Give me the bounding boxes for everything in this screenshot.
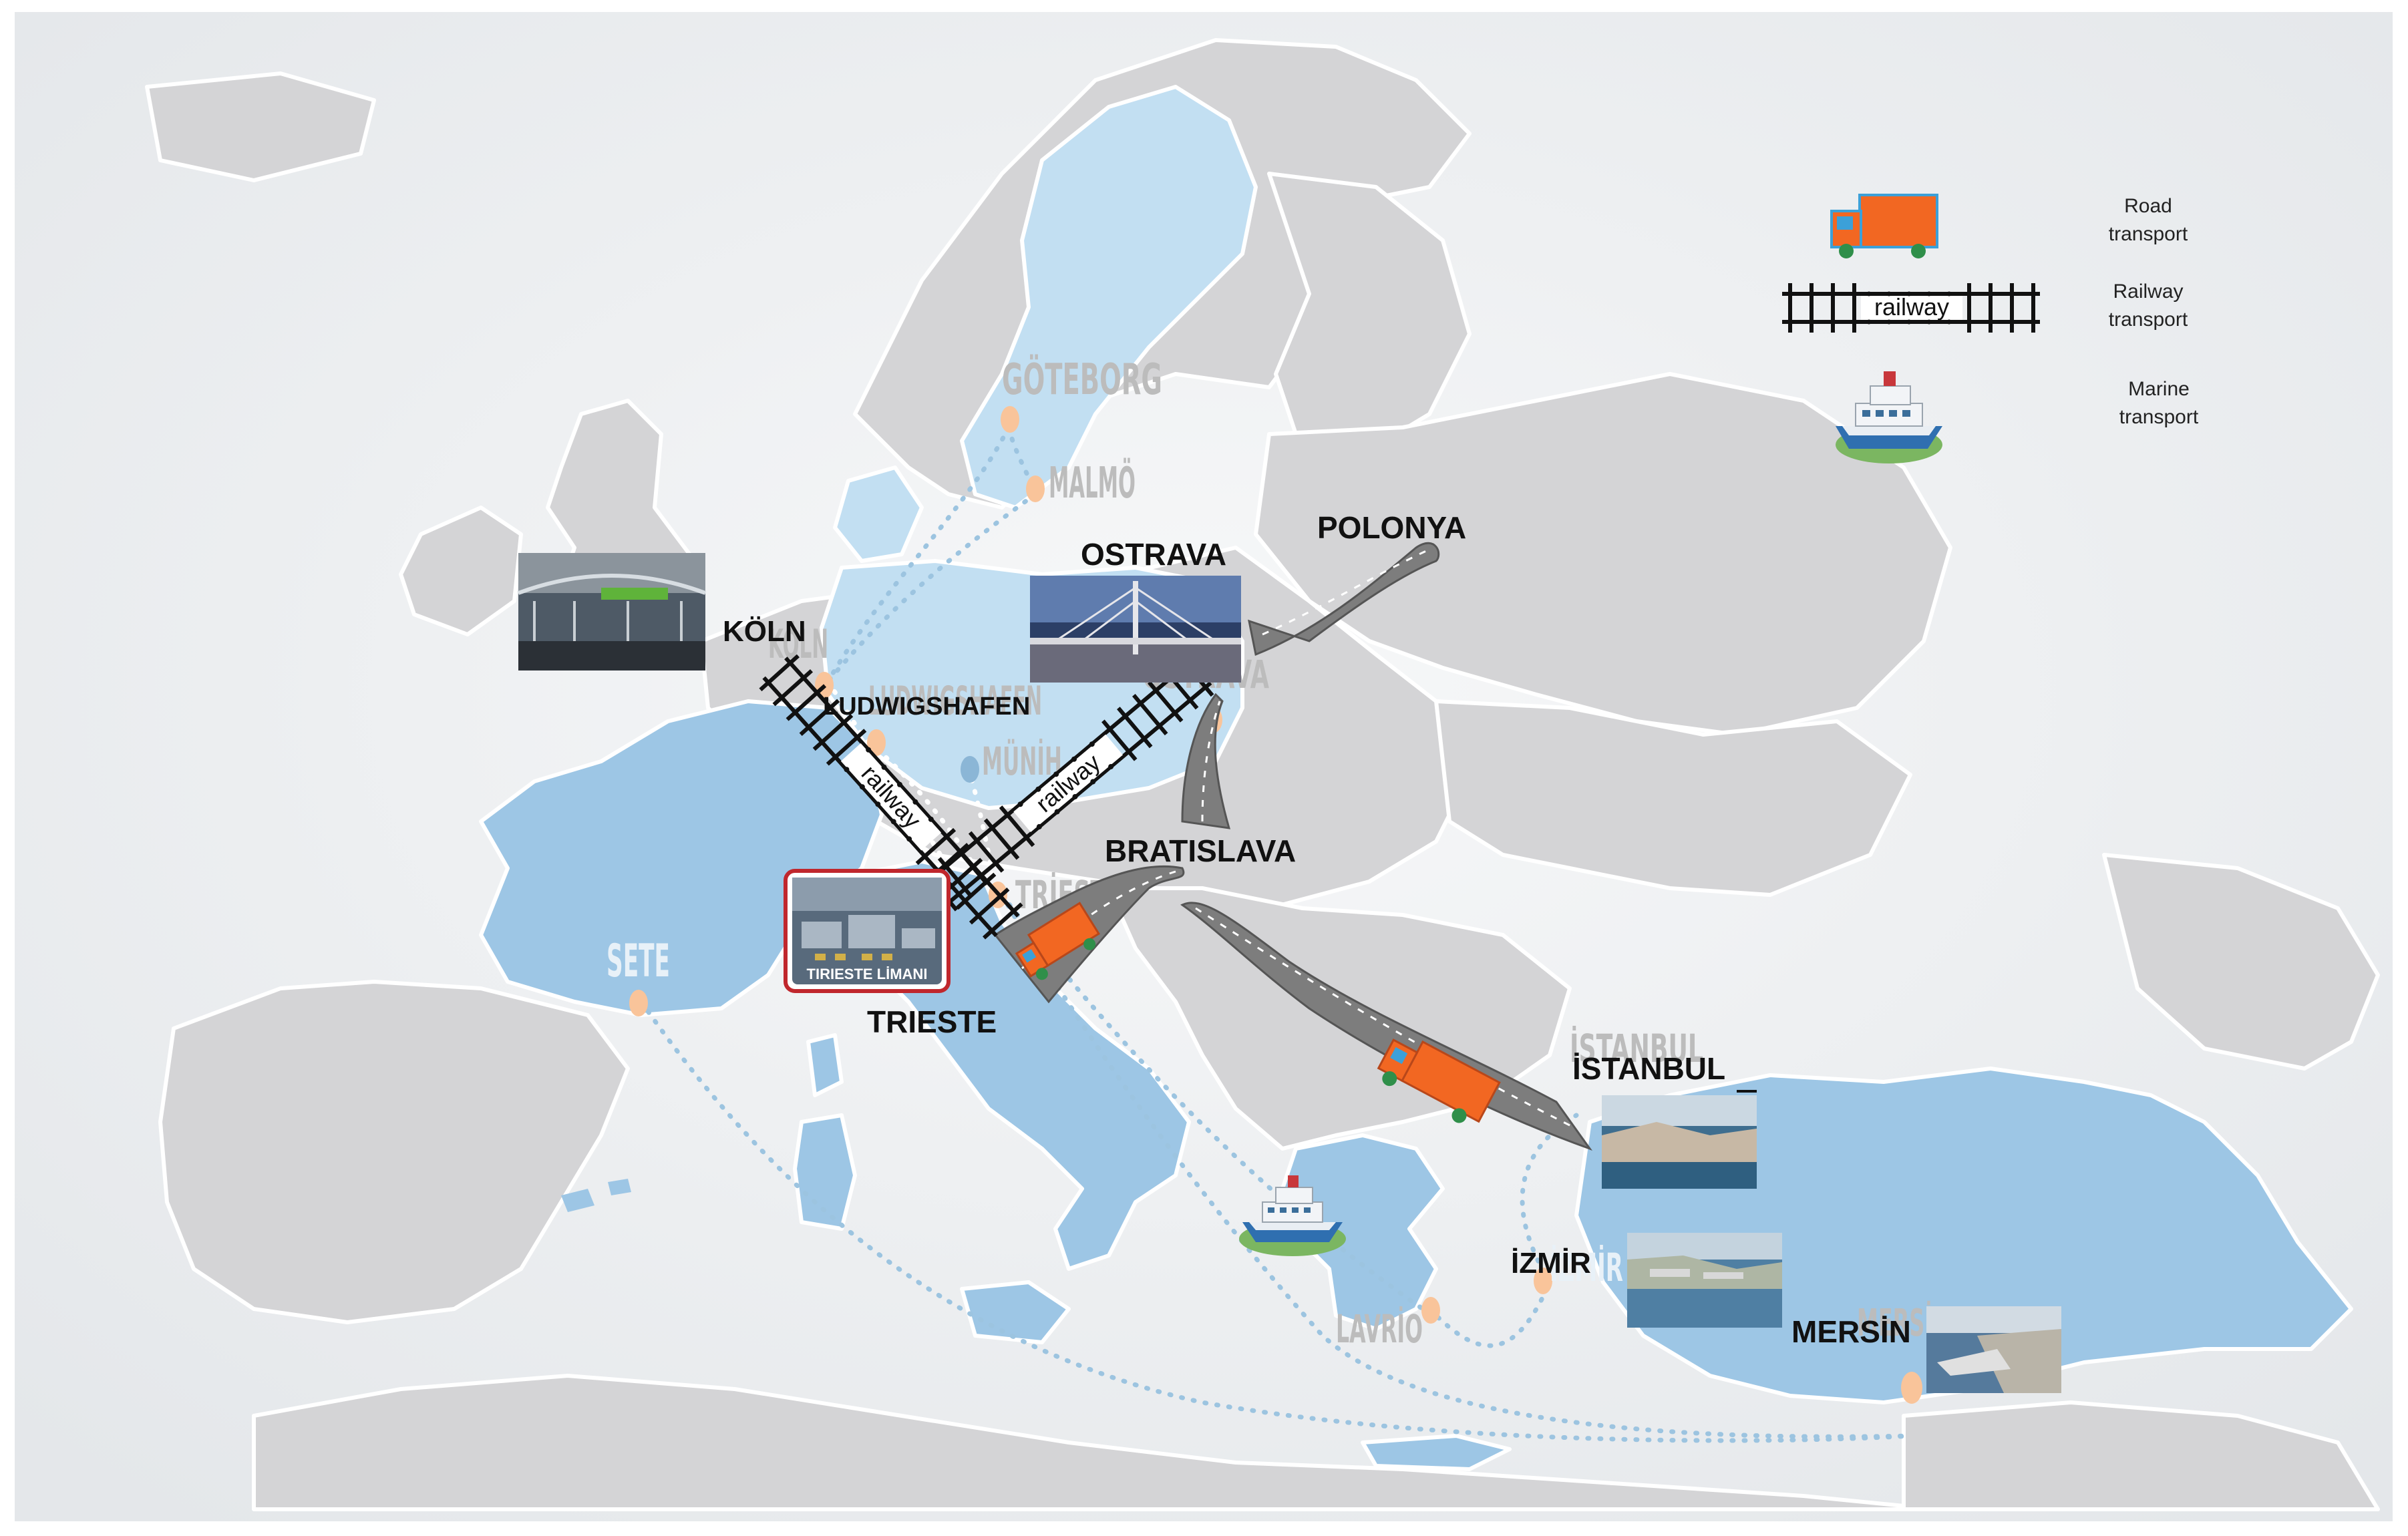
dot-izmir bbox=[1534, 1268, 1552, 1294]
middle-east-shape bbox=[1902, 1400, 2380, 1511]
caucasus-shape bbox=[2102, 853, 2380, 1071]
iberia-shape bbox=[158, 980, 630, 1324]
route-malmo-koln bbox=[826, 492, 1038, 684]
sweden-shape bbox=[960, 85, 1258, 510]
ukraine-shape bbox=[1434, 699, 1912, 897]
corsica-shape bbox=[806, 1033, 844, 1097]
ghost-lavrio: LAVRİO bbox=[1336, 1306, 1423, 1352]
label-ostrava: OSTRAVA bbox=[1081, 537, 1226, 572]
legend-rail-icon-text: railway bbox=[1874, 293, 1949, 321]
label-ludwigshafen: LUDWIGSHAFEN bbox=[823, 693, 1030, 721]
crete-shape bbox=[1361, 1434, 1512, 1471]
denmark-shape bbox=[833, 465, 924, 563]
truck-trieste bbox=[1015, 902, 1101, 980]
legend-truck-icon bbox=[1830, 194, 1938, 258]
ghost-ludwigshafen: LUDWIGSHAFEN bbox=[868, 678, 1042, 725]
label-trieste: TRIESTE bbox=[867, 1004, 997, 1039]
label-koln: KÖLN bbox=[723, 615, 806, 648]
legend-rail-icon: railway bbox=[1782, 283, 2040, 333]
road-ostrava-polonya bbox=[1248, 542, 1440, 656]
rail-koln-trieste: railway bbox=[759, 654, 1023, 940]
route-goteborg-malmo bbox=[1006, 425, 1038, 497]
legend-marine-line2: transport bbox=[2119, 406, 2199, 428]
dot-sete bbox=[629, 990, 648, 1016]
legend-road-line2: transport bbox=[2109, 223, 2188, 245]
photo-ostrava-bridge bbox=[1030, 576, 1241, 683]
dot-ludwigshafen bbox=[867, 729, 886, 756]
legend-road-line1: Road bbox=[2124, 195, 2172, 217]
photo-izmir-port bbox=[1627, 1233, 1782, 1328]
truck-istanbul bbox=[1377, 1038, 1501, 1123]
railways: railway railway bbox=[759, 654, 1214, 940]
ghost-koln: KÖLN bbox=[768, 620, 828, 668]
ghost-goteborg: GÖTEBORG bbox=[1002, 354, 1162, 405]
legend-rail-line2: transport bbox=[2109, 309, 2188, 331]
ghost-munih: MÜNİH bbox=[982, 738, 1062, 784]
ghost-izmir: İZMİR bbox=[1550, 1244, 1623, 1290]
sicily-shape bbox=[960, 1280, 1071, 1344]
dot-goteborg bbox=[1001, 406, 1019, 433]
route-sete-mersin bbox=[639, 999, 1913, 1443]
route-izmir-istanbul bbox=[1520, 1113, 1579, 1285]
ghost-malmo: MALMÖ bbox=[1049, 457, 1136, 508]
dot-munih bbox=[961, 756, 979, 783]
route-lavrio-izmir bbox=[1427, 1280, 1552, 1348]
legend-marine-line1: Marine bbox=[2128, 378, 2190, 400]
ship-icon bbox=[1239, 1175, 1346, 1256]
photo-trieste-port: TIRIESTE LİMANI bbox=[784, 869, 951, 993]
ghost-sete: SETE bbox=[607, 935, 670, 988]
photo-caption-trieste: TIRIESTE LİMANI bbox=[807, 966, 928, 982]
ghost-istanbul: İSTANBUL bbox=[1570, 1025, 1703, 1071]
balearic-islands bbox=[561, 1179, 631, 1212]
label-istanbul: İSTANBUL bbox=[1572, 1051, 1725, 1086]
photo-istanbul-port bbox=[1602, 1090, 1757, 1189]
iceland-shape bbox=[145, 71, 376, 182]
label-bratislava: BRATISLAVA bbox=[1105, 833, 1296, 868]
eastern-europe-shape bbox=[1254, 372, 1952, 737]
label-polonya: POLONYA bbox=[1317, 510, 1466, 545]
city-labels: KÖLN OSTRAVA POLONYA LUDWIGSHAFEN BRATIS… bbox=[723, 510, 1911, 1349]
legend-ship-icon bbox=[1836, 371, 1942, 463]
label-mersin: MERSİN bbox=[1791, 1314, 1911, 1349]
legend: Road transport railway Railway transport bbox=[1782, 194, 2199, 463]
route-goteborg-koln bbox=[826, 425, 1011, 684]
photo-mersin-port bbox=[1926, 1306, 2061, 1393]
dot-malmo bbox=[1026, 475, 1045, 502]
dot-lavrio bbox=[1421, 1297, 1440, 1324]
sardinia-shape bbox=[793, 1113, 857, 1231]
dot-mersin bbox=[1901, 1372, 1922, 1404]
ireland-shape bbox=[399, 506, 523, 636]
label-izmir: İZMİR bbox=[1511, 1247, 1591, 1280]
photo-koln-station bbox=[517, 553, 707, 670]
legend-rail-line1: Railway bbox=[2113, 280, 2183, 303]
